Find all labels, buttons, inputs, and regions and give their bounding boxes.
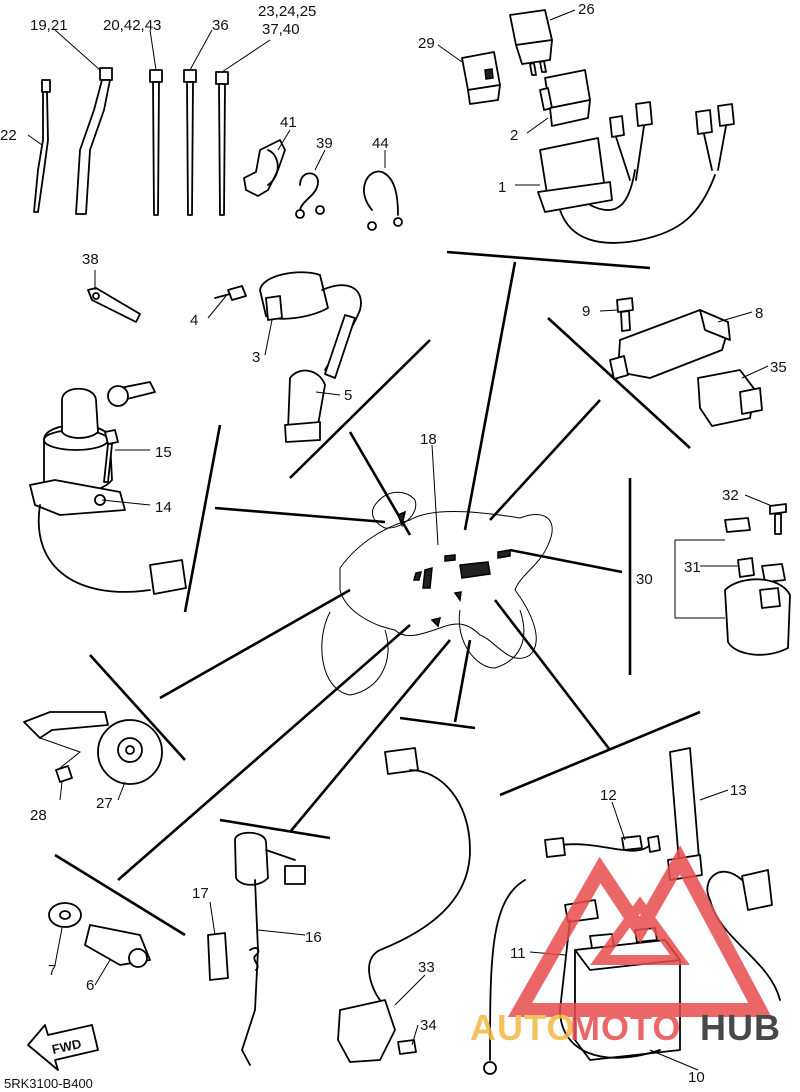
label-37-40: 37,40	[262, 21, 300, 38]
watermark-moto: MOTO	[570, 1007, 681, 1048]
watermark-logo	[507, 845, 772, 1017]
fwd-arrow: FWD	[27, 1024, 99, 1071]
clamps	[243, 139, 403, 231]
main-switch	[29, 381, 187, 595]
watermark-auto: AUTO	[470, 1007, 575, 1048]
label-leaders	[27, 9, 773, 1071]
stop-switch	[207, 831, 306, 1066]
label-8: 8	[755, 305, 763, 322]
label-13: 13	[730, 782, 747, 799]
label-35: 35	[770, 359, 787, 376]
label-2: 2	[510, 127, 518, 144]
section-lines	[54, 250, 701, 937]
label-32: 32	[722, 487, 739, 504]
label-6: 6	[86, 977, 94, 994]
fwd-label: FWD	[51, 1036, 83, 1057]
label-23-24-25: 23,24,25	[258, 3, 316, 20]
label-9: 9	[582, 303, 590, 320]
watermark-hub: HUB	[700, 1007, 781, 1048]
label-3: 3	[252, 349, 260, 366]
label-4: 4	[190, 312, 198, 329]
label-39: 39	[316, 135, 333, 152]
label-34: 34	[420, 1017, 437, 1034]
neutral-switch	[48, 902, 151, 968]
ignition-coil	[214, 271, 362, 443]
battery-section	[483, 747, 781, 1075]
part-labels: 19,21 20,42,43 36 23,24,25 37,40 22 41 3…	[0, 1, 787, 1086]
diagram-code: 5RK3100-B400	[4, 1076, 93, 1091]
label-17: 17	[192, 885, 209, 902]
label-5: 5	[344, 387, 352, 404]
label-29: 29	[418, 35, 435, 52]
label-1: 1	[498, 179, 506, 196]
label-31: 31	[684, 559, 701, 576]
label-18: 18	[420, 431, 437, 448]
horn	[23, 711, 163, 785]
rectifier-regulator	[609, 297, 763, 427]
label-16: 16	[305, 929, 322, 946]
label-38: 38	[82, 251, 99, 268]
frame-leaders	[117, 261, 623, 881]
label-41: 41	[280, 114, 297, 131]
label-22: 22	[0, 127, 17, 144]
label-7: 7	[48, 962, 56, 979]
label-15: 15	[155, 444, 172, 461]
label-33: 33	[418, 959, 435, 976]
label-36: 36	[212, 17, 229, 34]
starter-relay	[724, 503, 791, 656]
label-19-21: 19,21	[30, 17, 68, 34]
label-30: 30	[636, 571, 653, 588]
label-12: 12	[600, 787, 617, 804]
cable-ties	[33, 67, 229, 216]
label-28: 28	[30, 807, 47, 824]
label-20-42-43: 20,42,43	[103, 17, 161, 34]
watermark: AUTO MOTO HUB	[470, 845, 781, 1048]
sidestand-switch	[337, 747, 471, 1063]
label-10: 10	[688, 1069, 705, 1086]
label-26: 26	[578, 1, 595, 18]
label-44: 44	[372, 135, 389, 152]
relays-and-cdi	[461, 9, 735, 244]
label-11: 11	[510, 945, 526, 962]
label-27: 27	[96, 795, 113, 812]
label-14: 14	[155, 499, 172, 516]
